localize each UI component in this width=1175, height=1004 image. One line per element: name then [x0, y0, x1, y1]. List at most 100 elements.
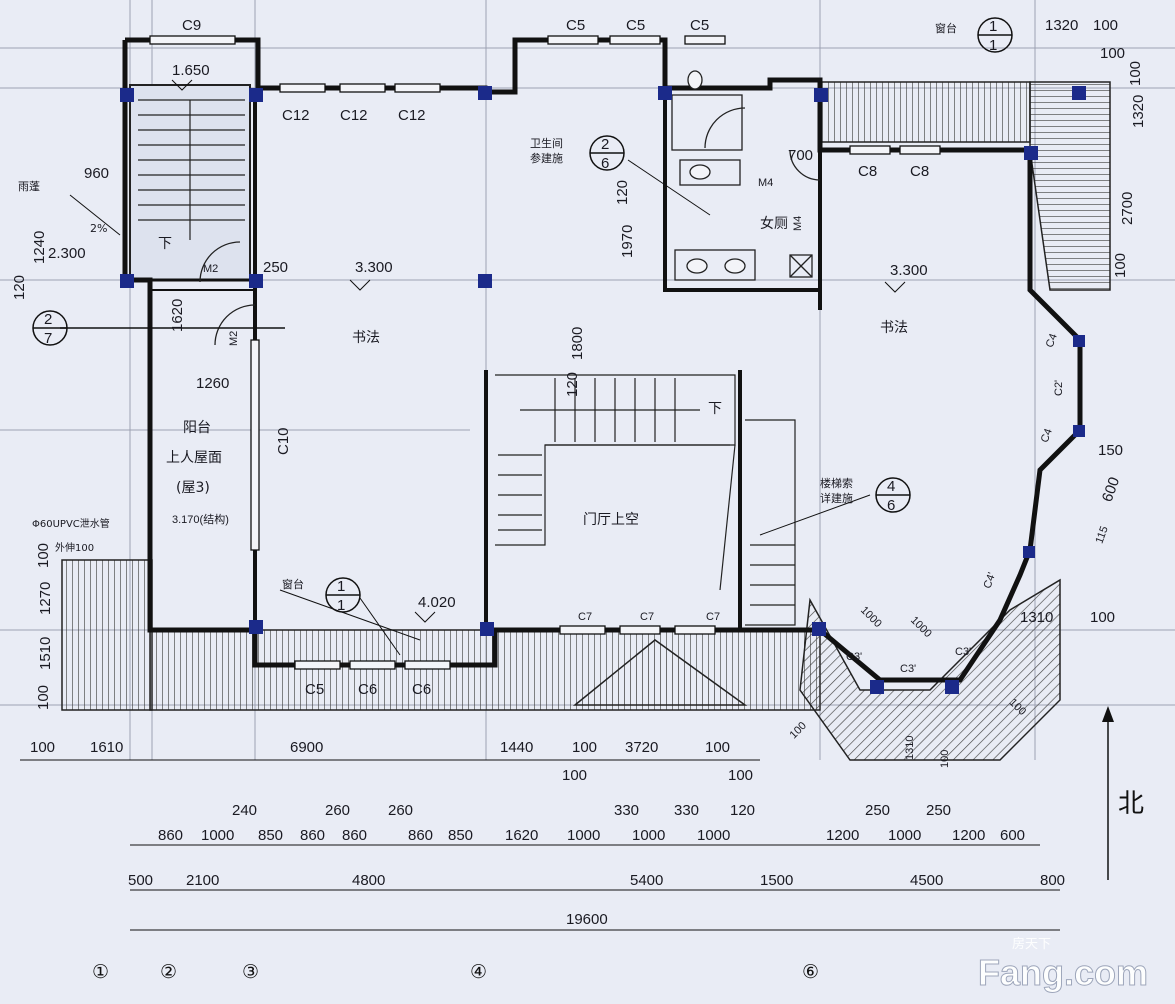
- axis-3: ③: [242, 962, 259, 983]
- callout-1: 1 1: [977, 17, 1013, 54]
- dim-r3-3: 860: [300, 827, 325, 844]
- dims-inner: 250 700 1970 120 1800 120 1000 1000 150 …: [263, 147, 1123, 640]
- dim-r2-2: 260: [388, 802, 413, 819]
- callout-4-num: 4: [887, 478, 895, 495]
- note-rainshed: 雨蓬: [18, 180, 40, 193]
- callout-5-num: 1: [337, 578, 345, 595]
- dim-r1-4: 100: [572, 739, 597, 756]
- axis-labels: ① ② ③ ④ ⑥: [92, 962, 819, 983]
- callout-4-den: 6: [887, 497, 895, 514]
- room-labels: 书法 书法 门厅上空 女厕 阳台 上人屋面 (屋3): [166, 215, 908, 528]
- note-toilet-ref2: 参建施: [530, 151, 563, 165]
- tag-c7c: C7: [706, 611, 720, 623]
- dims-left: 960 120 1240 1620 1260 100 1270 1510 100: [11, 165, 229, 710]
- callout-1-num: 1: [989, 18, 997, 35]
- tag-c9: C9: [182, 17, 201, 34]
- dim-r1-2: 6900: [290, 739, 323, 756]
- tag-c6a: C6: [358, 681, 377, 698]
- dim-inner-8: 150: [1098, 442, 1123, 459]
- tag-c3c: C3': [955, 646, 971, 658]
- dim-inner-6: 1000: [858, 604, 884, 630]
- dim-r3-12: 1000: [888, 827, 921, 844]
- balcony-line3: (屋3): [176, 480, 210, 496]
- tag-m4b: M4: [792, 216, 804, 231]
- tag-c5b: C5: [626, 17, 645, 34]
- columns: [120, 86, 1086, 694]
- terrace-band: [61, 81, 1111, 761]
- dim-right-1: 100: [1090, 609, 1115, 626]
- tag-c7a: C7: [578, 611, 592, 623]
- dim-top-1: 100: [1093, 17, 1118, 34]
- dim-r3-7: 1620: [505, 827, 538, 844]
- callout-2-den: 6: [601, 155, 609, 172]
- dim-right-4: 100: [939, 750, 951, 768]
- dim-left-0: 960: [84, 165, 109, 182]
- dim-inner-5: 120: [564, 372, 581, 397]
- room-void: 门厅上空: [583, 512, 639, 528]
- callout-2-num: 2: [601, 136, 609, 153]
- tag-c3b: C3': [900, 663, 916, 675]
- note-pipe: Φ60UPVC泄水管: [32, 517, 110, 530]
- dims-row2: 240 260 260 330 330 120 250 250: [232, 802, 951, 819]
- dim-r3-11: 1200: [826, 827, 859, 844]
- dim-r3-2: 850: [258, 827, 283, 844]
- dim-chains: [20, 759, 1060, 931]
- dim-r4-1: 2100: [186, 872, 219, 889]
- dim-r1-1: 1610: [90, 739, 123, 756]
- dim-inner-1: 700: [788, 147, 813, 164]
- callout-3-den: 7: [44, 330, 52, 347]
- level-rainshed: 2.300: [48, 245, 86, 262]
- callout-2: 2 6: [589, 135, 625, 172]
- dim-r1-8: 100: [728, 767, 753, 784]
- dim-r3-14: 600: [1000, 827, 1025, 844]
- level-balcony: 3.170(结构): [172, 512, 229, 526]
- tag-m4a: M4: [758, 177, 773, 189]
- entry-steps: [572, 639, 748, 706]
- callouts: 1 1 2 6 2 7 4 6 1 1: [32, 17, 1013, 614]
- dim-left-3: 1620: [169, 299, 186, 332]
- dim-r2-3: 330: [614, 802, 639, 819]
- dim-r3-13: 1200: [952, 827, 985, 844]
- tag-c5c: C5: [690, 17, 709, 34]
- note-pipe2: 外伸100: [55, 542, 94, 554]
- dim-r2-0: 240: [232, 802, 257, 819]
- dim-inner-4: 1800: [569, 327, 586, 360]
- note-stair-ref2: 详建施: [820, 491, 853, 505]
- balcony-line2: 上人屋面: [166, 450, 222, 466]
- dim-left-2: 1240: [31, 231, 48, 264]
- tag-c12b: C12: [340, 107, 368, 124]
- dims-row4: 500 2100 4800 5400 1500 4500 800 19600: [128, 872, 1065, 928]
- tag-c4a: C4: [1044, 332, 1060, 349]
- stair-left: [129, 84, 251, 281]
- dim-top-2: 100: [1100, 45, 1125, 62]
- dim-r3-6: 850: [448, 827, 473, 844]
- dims-top-right: 1320 100 100 1320 100 2700 100: [1045, 17, 1147, 278]
- callout-5: 1 1: [325, 577, 361, 614]
- note-down-center: 下: [708, 401, 722, 417]
- dim-r3-8: 1000: [567, 827, 600, 844]
- room-study-right: 书法: [880, 320, 908, 336]
- tag-c8b: C8: [910, 163, 929, 180]
- notes: 雨蓬 2% 卫生间 参建施 楼梯索 详建施 窗台 窗台 Φ60UPVC泄水管 外…: [18, 21, 957, 656]
- dim-inner-7: 1000: [908, 614, 934, 640]
- dim-inner-9: 600: [1099, 475, 1124, 504]
- tag-c4b: C4: [1039, 427, 1055, 444]
- level-right-room: 3.300: [890, 262, 928, 279]
- dim-r1-6: 100: [705, 739, 730, 756]
- dim-r4-3: 5400: [630, 872, 663, 889]
- dim-r4-4: 1500: [760, 872, 793, 889]
- tag-c3a: C3': [846, 651, 862, 663]
- dim-r3-0: 860: [158, 827, 183, 844]
- tag-c12c: C12: [398, 107, 426, 124]
- dim-right-0: 1310: [1020, 609, 1053, 626]
- axis-1: ①: [92, 962, 109, 983]
- tag-c5a: C5: [566, 17, 585, 34]
- dim-left-1: 120: [11, 275, 28, 300]
- tag-c8a: C8: [858, 163, 877, 180]
- axis-4: ④: [470, 962, 487, 983]
- dim-r2-6: 250: [865, 802, 890, 819]
- callout-3: 2 7: [32, 310, 68, 347]
- dim-inner-3: 120: [614, 180, 631, 205]
- door-swings: [199, 149, 821, 346]
